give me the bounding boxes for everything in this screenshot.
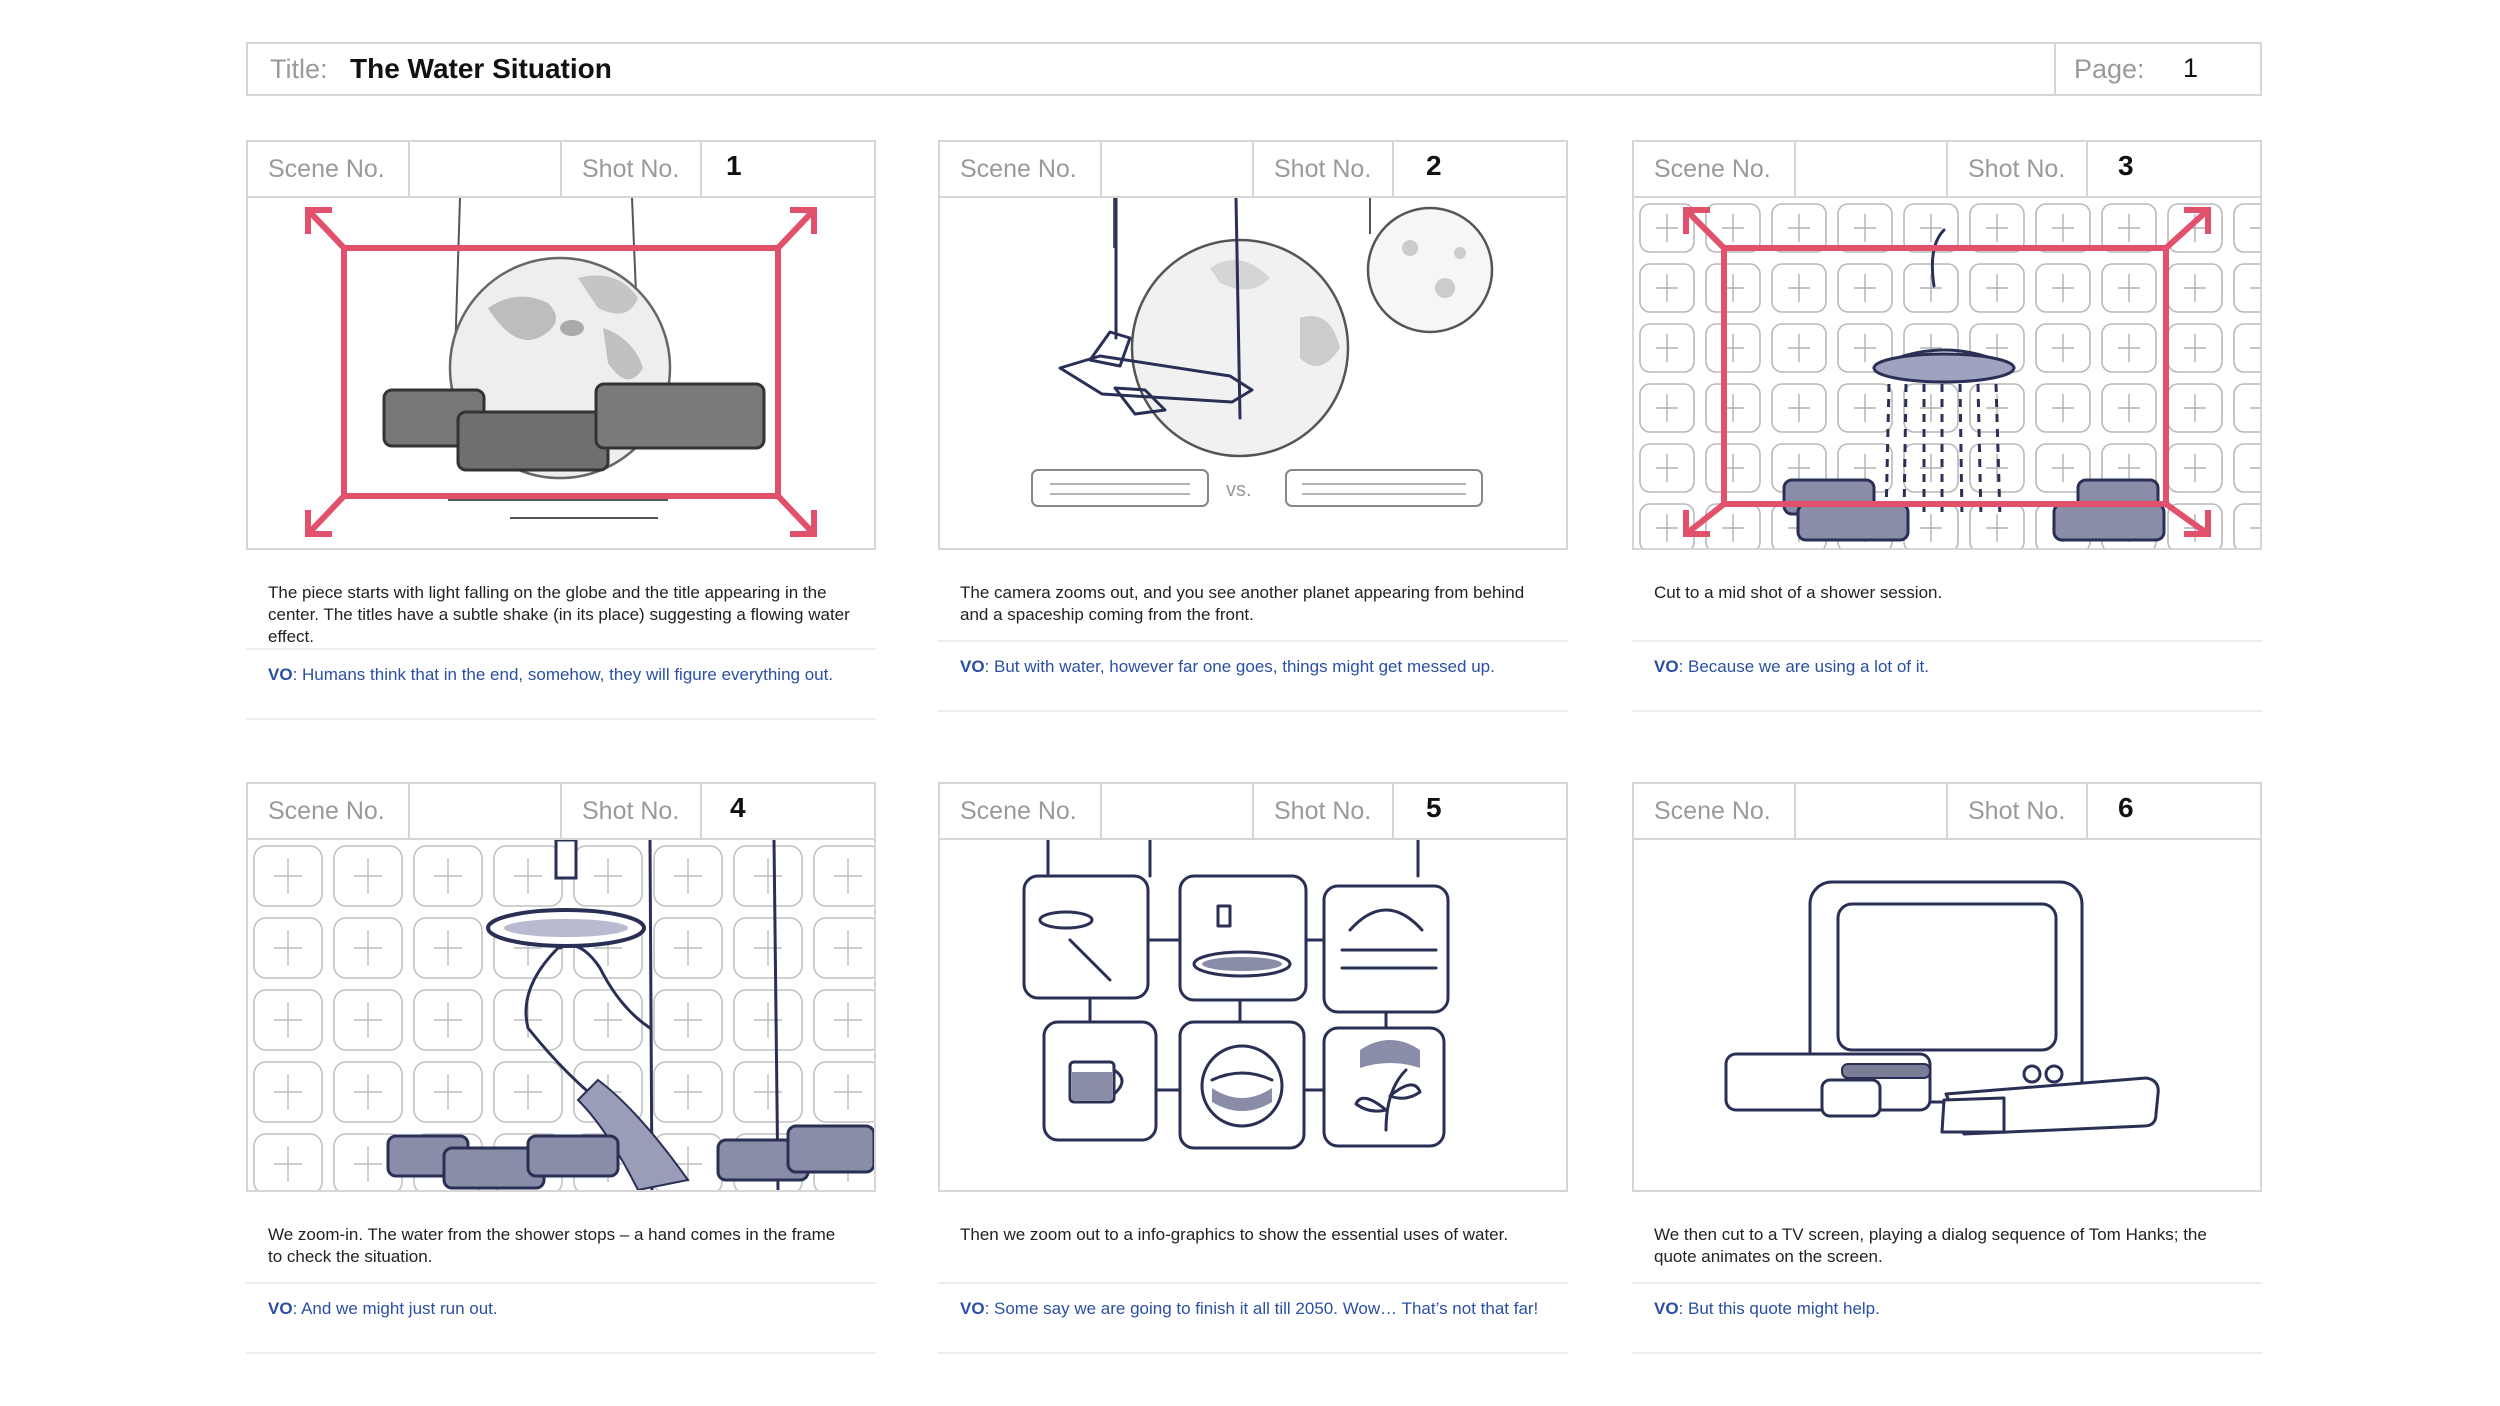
vo-label: VO — [960, 1299, 985, 1318]
tv-screen-sketch — [1724, 880, 2160, 1136]
vo-text: : But with water, however far one goes, … — [984, 657, 1495, 676]
water-uses-infographic-sketch — [1022, 840, 1450, 1150]
vo-text: : And we might just run out. — [292, 1299, 498, 1318]
shot-header: Scene No. Shot No. 2 — [938, 140, 1568, 196]
shot-header: Scene No. Shot No. 3 — [1632, 140, 2262, 196]
shot-label: Shot No. — [582, 797, 680, 825]
shot-header: Scene No. Shot No. 4 — [246, 782, 876, 838]
title-label: Title: — [270, 54, 328, 84]
scene-label: Scene No. — [1654, 797, 1771, 825]
sketch-frame — [246, 838, 876, 1192]
cell-divider — [1946, 784, 1948, 838]
scene-label: Scene No. — [960, 797, 1077, 825]
scene-label: Scene No. — [1654, 155, 1771, 183]
vo-text: : Because we are using a lot of it. — [1678, 657, 1929, 676]
cell-divider — [1794, 784, 1796, 838]
vo-text: : Some say we are going to finish it all… — [984, 1299, 1539, 1318]
voiceover-line: VO: Some say we are going to finish it a… — [938, 1284, 1568, 1354]
storyboard-panel-3: Scene No. Shot No. 3 — [1632, 140, 2262, 712]
shot-description: We zoom-in. The water from the shower st… — [246, 1224, 876, 1284]
voiceover-line: VO: But with water, however far one goes… — [938, 642, 1568, 712]
sketch-frame — [1632, 196, 2262, 550]
shot-description: The camera zooms out, and you see anothe… — [938, 582, 1568, 642]
cell-divider — [1946, 142, 1948, 196]
cell-divider — [560, 142, 562, 196]
shot-header: Scene No. Shot No. 1 — [246, 140, 876, 196]
header-divider — [2054, 44, 2056, 94]
shot-label: Shot No. — [582, 155, 680, 183]
shot-label: Shot No. — [1968, 155, 2066, 183]
cell-divider — [1100, 142, 1102, 196]
shot-label: Shot No. — [1968, 797, 2066, 825]
hand-shower-sketch — [248, 840, 874, 1190]
cell-divider — [1100, 784, 1102, 838]
shot-number: 3 — [2118, 150, 2134, 181]
sketch-vs-text: vs. — [1226, 479, 1252, 501]
sketch-frame — [1632, 838, 2262, 1192]
shot-label: Shot No. — [1274, 155, 1372, 183]
vo-label: VO — [1654, 657, 1679, 676]
storyboard-panel-2: Scene No. Shot No. 2 vs. The came — [938, 140, 1568, 712]
shot-header: Scene No. Shot No. 5 — [938, 782, 1568, 838]
vo-label: VO — [1654, 1299, 1679, 1318]
page-value: 1 — [2183, 53, 2199, 83]
shot-description: Then we zoom out to a info-graphics to s… — [938, 1224, 1568, 1284]
shot-number: 2 — [1426, 150, 1442, 181]
vo-text: : Humans think that in the end, somehow,… — [292, 665, 834, 684]
cell-divider — [560, 784, 562, 838]
cell-divider — [700, 142, 702, 196]
vo-label: VO — [960, 657, 985, 676]
shot-number: 6 — [2118, 792, 2134, 823]
scene-label: Scene No. — [268, 797, 385, 825]
storyboard-panel-1: Scene No. Shot No. 1 — [246, 140, 876, 720]
storyboard-panel-4: Scene No. Shot No. 4 — [246, 782, 876, 1354]
voiceover-line: VO: But this quote might help. — [1632, 1284, 2262, 1354]
vo-text: : But this quote might help. — [1678, 1299, 1880, 1318]
shot-description: Cut to a mid shot of a shower session. — [1632, 582, 2262, 642]
cell-divider — [1794, 142, 1796, 196]
cell-divider — [1252, 784, 1254, 838]
cell-divider — [1392, 784, 1394, 838]
scene-label: Scene No. — [268, 155, 385, 183]
storyboard-panel-6: Scene No. Shot No. 6 We then cut to a TV… — [1632, 782, 2262, 1354]
shot-number: 5 — [1426, 792, 1442, 823]
sketch-frame — [246, 196, 876, 550]
shot-description: We then cut to a TV screen, playing a di… — [1632, 1224, 2262, 1284]
shot-label: Shot No. — [1274, 797, 1372, 825]
storyboard-header: Title: The Water Situation Page: 1 — [246, 42, 2262, 96]
shower-sketch — [1634, 198, 2260, 548]
cell-divider — [2086, 142, 2088, 196]
sketch-frame — [938, 838, 1568, 1192]
cell-divider — [1252, 142, 1254, 196]
cell-divider — [408, 142, 410, 196]
shot-description: The piece starts with light falling on t… — [246, 582, 876, 650]
cell-divider — [1392, 142, 1394, 196]
voiceover-line: VO: Because we are using a lot of it. — [1632, 642, 2262, 712]
cell-divider — [2086, 784, 2088, 838]
shot-number: 4 — [730, 792, 746, 823]
storyboard-panel-5: Scene No. Shot No. 5 — [938, 782, 1568, 1354]
title-value: The Water Situation — [350, 53, 612, 84]
cell-divider — [700, 784, 702, 838]
sketch-frame: vs. — [938, 196, 1568, 550]
scene-label: Scene No. — [960, 155, 1077, 183]
page-label: Page: — [2074, 54, 2145, 84]
globe-sketch — [305, 198, 817, 537]
vo-label: VO — [268, 665, 293, 684]
cell-divider — [408, 784, 410, 838]
shot-header: Scene No. Shot No. 6 — [1632, 782, 2262, 838]
vo-label: VO — [268, 1299, 293, 1318]
voiceover-line: VO: And we might just run out. — [246, 1284, 876, 1354]
planets-spaceship-sketch: vs. — [1031, 198, 1494, 507]
shot-number: 1 — [726, 150, 742, 181]
voiceover-line: VO: Humans think that in the end, someho… — [246, 650, 876, 720]
